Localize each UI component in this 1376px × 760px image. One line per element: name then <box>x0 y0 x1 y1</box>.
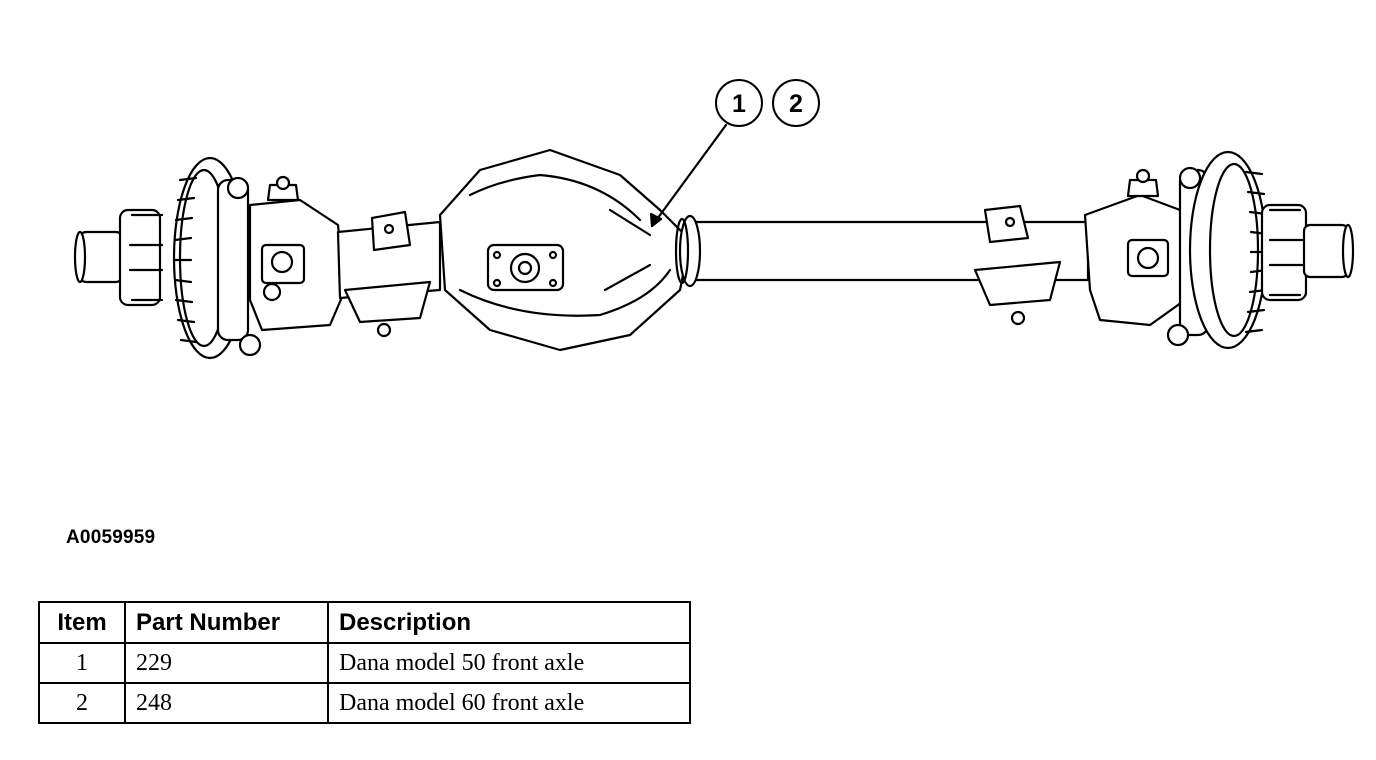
front-axle-illustration: 1 2 <box>73 79 1355 360</box>
right-axle-tube <box>674 204 1090 326</box>
figure-id: A0059959 <box>66 527 156 548</box>
header-description: Description <box>327 601 691 644</box>
differential-housing <box>438 148 692 352</box>
table-row: 1 229 Dana model 50 front axle <box>38 642 691 684</box>
callout-1: 1 <box>715 79 763 127</box>
table-header-row: Item Part Number Description <box>38 601 691 644</box>
callout-2-label: 2 <box>789 90 803 118</box>
right-wheel-hub <box>1166 150 1355 350</box>
row-description: Dana model 50 front axle <box>327 642 691 684</box>
left-steering-knuckle <box>248 175 347 332</box>
callout-1-label: 1 <box>732 90 746 118</box>
callout-leader-line <box>650 123 728 228</box>
row-item: 1 <box>38 642 126 684</box>
row-part-number: 248 <box>124 682 329 724</box>
header-part-number: Part Number <box>124 601 329 644</box>
row-part-number: 229 <box>124 642 329 684</box>
callout-leader-arrow <box>649 212 663 228</box>
parts-table: Item Part Number Description 1 229 Dana … <box>38 601 691 724</box>
table-row: 2 248 Dana model 60 front axle <box>38 682 691 724</box>
row-item: 2 <box>38 682 126 724</box>
right-steering-knuckle <box>1083 168 1187 327</box>
header-item: Item <box>38 601 126 644</box>
left-axle-tube <box>336 210 442 338</box>
callout-2: 2 <box>772 79 820 127</box>
row-description: Dana model 60 front axle <box>327 682 691 724</box>
left-wheel-hub <box>73 156 262 360</box>
